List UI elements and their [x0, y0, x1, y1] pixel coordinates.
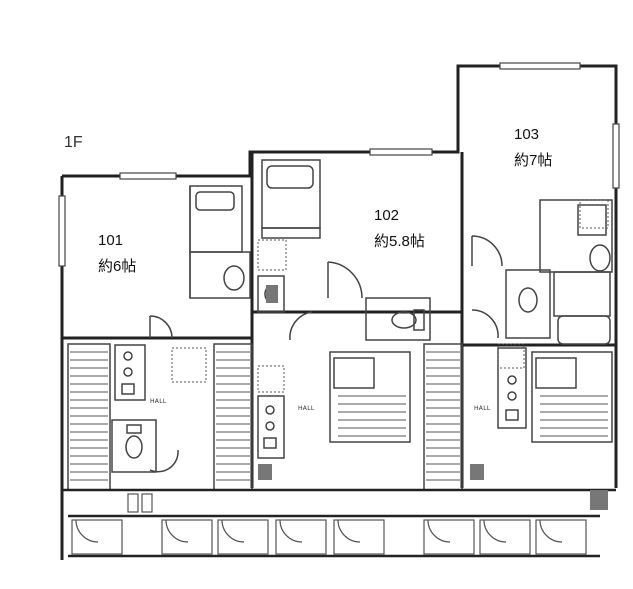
bathroom-103	[539, 199, 613, 273]
stairs-2	[213, 343, 253, 491]
stairs-4	[423, 343, 463, 491]
hall-label-101: HALL	[150, 398, 167, 405]
kitchen-101	[114, 344, 146, 401]
unit-area-103: 約7帖	[514, 152, 553, 169]
toilet-area-101	[189, 251, 251, 299]
stairs-3	[329, 351, 411, 443]
unit-number-101: 101	[98, 232, 124, 249]
floor-label: 1F	[64, 134, 83, 151]
hall-label-103: HALL	[474, 405, 491, 412]
wc-103	[505, 269, 551, 339]
kitchen-102	[257, 395, 285, 459]
stairs-5	[531, 351, 613, 443]
wc-102	[365, 297, 431, 341]
stairs-1	[67, 343, 111, 491]
exterior-wall	[62, 64, 618, 488]
hall-label-102: HALL	[298, 405, 315, 412]
wc-101	[111, 419, 157, 473]
unit-number-102: 102	[374, 207, 400, 224]
unit-area-101: 約6帖	[98, 258, 137, 275]
unit-area-102: 約5.8帖	[374, 233, 425, 250]
bathroom-102	[261, 159, 321, 229]
unit-number-103: 103	[514, 126, 540, 143]
washroom-103	[553, 271, 611, 317]
kitchen-103	[497, 347, 527, 429]
toilet-area-102	[257, 275, 285, 313]
